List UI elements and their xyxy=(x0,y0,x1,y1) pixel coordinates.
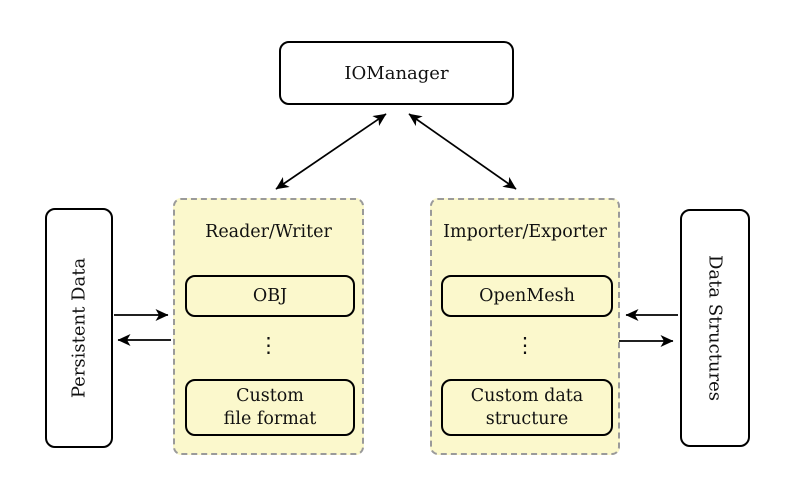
data-structures-node: Data Structures xyxy=(680,209,750,447)
arrow-iomanager-importer-exporter xyxy=(408,113,517,190)
iomanager-node: IOManager xyxy=(279,41,514,105)
custom-file-format-node: Custom file format xyxy=(185,379,355,436)
data-structures-label: Data Structures xyxy=(704,254,726,402)
custom-data-structure-node: Custom data structure xyxy=(441,379,613,436)
reader-writer-title: Reader/Writer xyxy=(205,222,332,242)
persistent-data-label: Persistent Data xyxy=(68,257,90,399)
vertical-ellipsis: ⋮ xyxy=(514,333,536,357)
iomanager-label: IOManager xyxy=(344,62,449,84)
openmesh-node: OpenMesh xyxy=(441,275,613,317)
custom-file-format-label: Custom file format xyxy=(223,385,317,429)
reader-writer-group: Reader/Writer OBJ ⋮ Custom file format xyxy=(173,198,364,455)
obj-label: OBJ xyxy=(252,285,288,306)
importer-exporter-group: Importer/Exporter OpenMesh ⋮ Custom data… xyxy=(430,198,620,455)
openmesh-label: OpenMesh xyxy=(479,285,575,306)
arrow-iomanager-reader-writer xyxy=(275,113,387,190)
custom-data-structure-label: Custom data structure xyxy=(470,385,584,429)
importer-exporter-title: Importer/Exporter xyxy=(443,222,607,242)
vertical-ellipsis: ⋮ xyxy=(258,333,279,357)
persistent-data-node: Persistent Data xyxy=(45,208,113,448)
obj-node: OBJ xyxy=(185,275,355,317)
